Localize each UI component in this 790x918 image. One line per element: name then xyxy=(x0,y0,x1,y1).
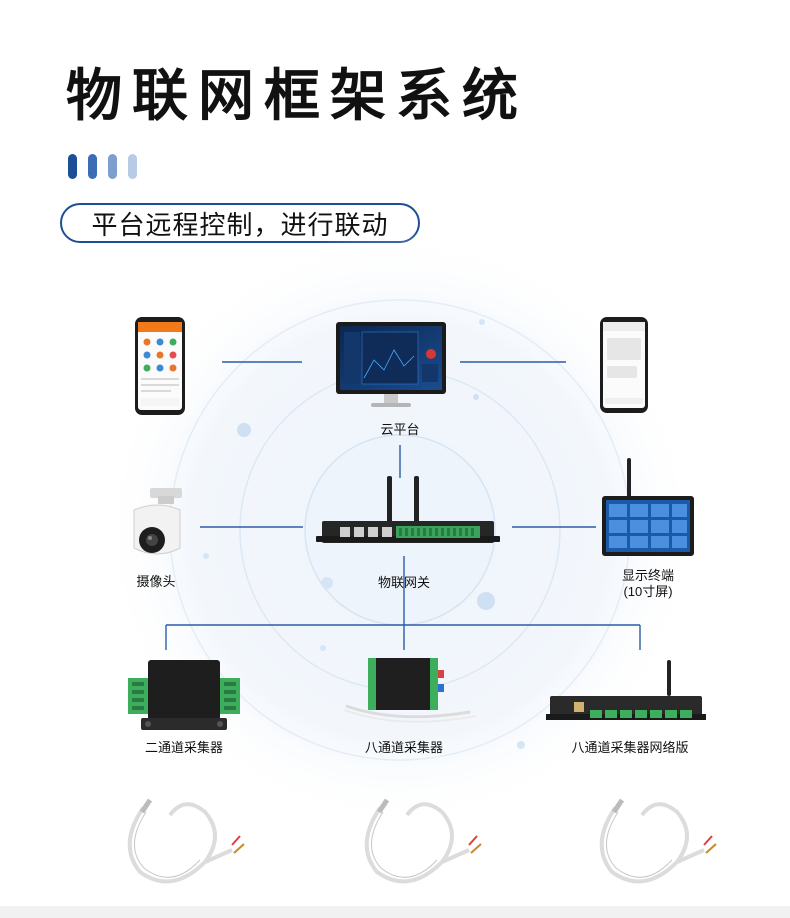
connection-lines xyxy=(165,361,641,650)
label-collector-8ch: 八通道采集器 xyxy=(364,740,443,755)
gateway-device-icon xyxy=(316,521,500,543)
accent-dot xyxy=(68,154,77,179)
touch-display-icon xyxy=(602,458,694,556)
subtitle-text: 平台远程控制，进行联动 xyxy=(91,209,389,240)
temperature-probe-icon xyxy=(599,798,717,884)
footer-strip xyxy=(0,906,790,918)
collector-8ch-icon xyxy=(343,658,477,723)
label-gateway: 物联网关 xyxy=(377,575,430,590)
accent-dot xyxy=(108,154,117,179)
label-camera: 摄像头 xyxy=(136,574,176,589)
page-title: 物联网框架系统 xyxy=(66,64,528,129)
phone-sms-icon xyxy=(600,317,648,413)
label-display: 显示终端 xyxy=(621,568,674,583)
label-collector-8ch-net: 八通道采集器网络版 xyxy=(571,740,689,755)
label-collector-2ch: 二通道采集器 xyxy=(144,740,223,755)
accent-dot xyxy=(88,154,97,179)
label-display-size: (10寸屏) xyxy=(623,584,673,599)
phone-app-icon xyxy=(135,317,185,415)
accent-dots xyxy=(68,154,137,179)
temperature-probe-icon xyxy=(127,798,245,884)
accent-dot xyxy=(128,154,137,179)
collector-8ch-net-icon xyxy=(546,660,706,720)
label-cloud: 云平台 xyxy=(380,422,420,437)
subtitle-pill: 平台远程控制，进行联动 xyxy=(60,203,420,243)
dome-camera-icon xyxy=(133,488,182,555)
temperature-probe-icon xyxy=(364,798,482,884)
antenna-icon xyxy=(387,476,419,524)
monitor-icon xyxy=(336,322,446,407)
collector-2ch-icon xyxy=(128,660,240,730)
